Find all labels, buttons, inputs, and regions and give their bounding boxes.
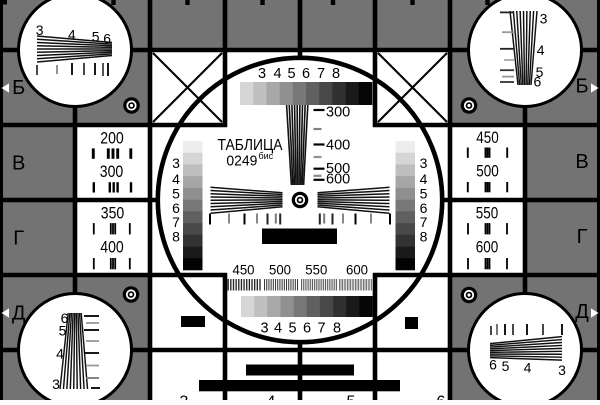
svg-text:Б: Б: [575, 76, 588, 98]
svg-text:400: 400: [326, 138, 350, 154]
svg-text:300: 300: [326, 105, 350, 121]
svg-text:600: 600: [476, 237, 499, 256]
svg-text:5: 5: [92, 29, 100, 45]
svg-text:В: В: [575, 151, 588, 173]
svg-text:3: 3: [172, 155, 180, 171]
svg-text:Г: Г: [577, 226, 588, 248]
svg-text:400: 400: [100, 237, 124, 256]
svg-text:3: 3: [540, 10, 548, 26]
svg-text:8: 8: [332, 66, 340, 82]
svg-text:В: В: [12, 153, 25, 175]
svg-text:5: 5: [502, 358, 510, 374]
svg-text:Г: Г: [13, 228, 24, 250]
svg-text:4: 4: [524, 359, 532, 375]
svg-text:6: 6: [437, 394, 446, 401]
svg-text:600: 600: [326, 172, 350, 188]
svg-text:3: 3: [180, 394, 189, 401]
svg-text:0249: 0249: [226, 153, 257, 170]
svg-text:8: 8: [333, 321, 341, 337]
svg-text:6: 6: [489, 357, 497, 373]
svg-text:5: 5: [288, 321, 296, 337]
svg-text:300: 300: [100, 162, 124, 181]
svg-text:6: 6: [534, 74, 542, 90]
svg-text:4: 4: [68, 27, 76, 43]
svg-text:4: 4: [273, 66, 281, 82]
svg-text:Д: Д: [12, 303, 26, 325]
svg-text:450: 450: [233, 262, 255, 278]
svg-text:550: 550: [476, 204, 499, 223]
svg-text:3: 3: [258, 66, 266, 82]
svg-text:5: 5: [347, 394, 356, 401]
svg-text:600: 600: [346, 262, 368, 278]
svg-text:350: 350: [101, 204, 125, 223]
svg-text:бис: бис: [259, 151, 274, 161]
svg-text:3: 3: [36, 22, 44, 38]
svg-text:7: 7: [317, 66, 325, 82]
svg-text:3: 3: [260, 321, 268, 337]
svg-text:500: 500: [476, 162, 499, 181]
svg-text:6: 6: [302, 66, 310, 82]
svg-text:4: 4: [56, 346, 64, 362]
svg-text:8: 8: [420, 229, 428, 245]
svg-text:550: 550: [305, 262, 327, 278]
svg-text:3: 3: [52, 376, 60, 392]
svg-text:450: 450: [476, 128, 499, 147]
svg-text:3: 3: [420, 155, 428, 171]
svg-text:500: 500: [269, 262, 291, 278]
svg-text:6: 6: [303, 321, 311, 337]
svg-text:4: 4: [274, 321, 282, 337]
svg-text:6: 6: [103, 30, 111, 46]
svg-text:8: 8: [172, 229, 180, 245]
svg-text:3: 3: [558, 362, 566, 378]
svg-text:4: 4: [267, 394, 276, 401]
svg-text:5: 5: [287, 66, 295, 82]
svg-text:Д: Д: [575, 301, 589, 323]
svg-text:5: 5: [59, 323, 67, 339]
svg-text:200: 200: [100, 129, 124, 148]
svg-text:Б: Б: [12, 77, 25, 99]
svg-text:7: 7: [317, 321, 325, 337]
svg-text:4: 4: [537, 42, 545, 58]
